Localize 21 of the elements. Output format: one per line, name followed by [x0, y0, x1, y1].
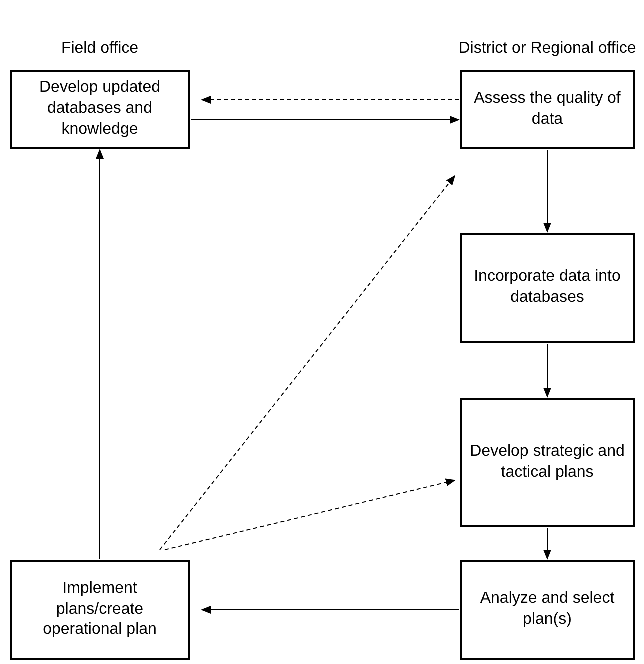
box-text: Implement plans/create operational plan: [42, 578, 158, 640]
column-heading: Field office: [60, 39, 140, 60]
arrow: [544, 344, 552, 398]
arrow: [164, 478, 456, 550]
box-text: Develop updated databases and knowledge: [38, 78, 162, 140]
arrow: [544, 150, 552, 233]
box-text: Develop strategic and tactical plans: [470, 442, 625, 482]
process-box: [460, 233, 635, 343]
arrow: [190, 116, 460, 124]
box-text: Analyze and select plan(s): [479, 589, 616, 630]
process-box: [10, 560, 190, 660]
box-text: Assess the quality of data: [473, 88, 622, 130]
column-heading: District or Regional office: [458, 39, 638, 60]
arrow: [201, 96, 460, 104]
arrow: [96, 149, 104, 560]
arrow: [544, 528, 552, 560]
process-box: [460, 398, 635, 527]
box-text: Incorporate data into databases: [473, 267, 622, 308]
arrow: [160, 175, 456, 550]
process-box: [460, 560, 635, 660]
arrow: [201, 606, 460, 614]
